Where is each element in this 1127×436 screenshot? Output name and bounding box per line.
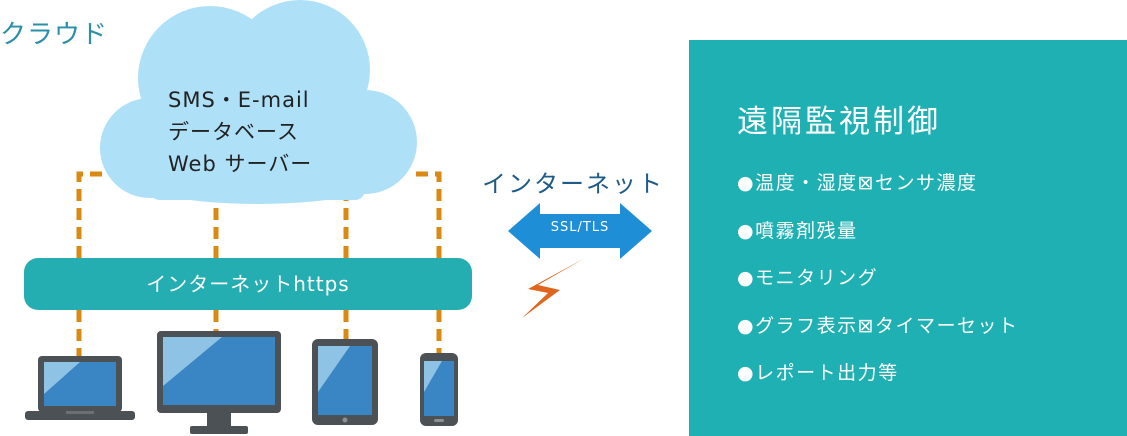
cloud-service-sms-email: SMS・E-mail <box>168 88 310 112</box>
internet-https-bar: インターネットhttps <box>24 258 472 310</box>
laptop-icon <box>25 356 135 420</box>
smartphone-icon <box>420 353 458 426</box>
remote-monitoring-panel: 遠隔監視制御 ●温度・湿度⊠センサ濃度 ●噴霧剤残量 ●モニタリング ●グラフ表… <box>689 40 1127 436</box>
ssl-double-arrow <box>508 203 652 259</box>
feature-item-sensors: ●温度・湿度⊠センサ濃度 <box>737 172 978 194</box>
device-connectors <box>76 310 442 358</box>
desktop-monitor-icon <box>157 331 281 434</box>
feature-item-monitoring: ●モニタリング <box>737 267 879 289</box>
cloud-connectors <box>76 171 442 258</box>
panel-title: 遠隔監視制御 <box>737 104 941 140</box>
connector-left <box>76 171 110 258</box>
tablet-icon <box>312 339 378 425</box>
cloud-label: クラウド <box>0 20 109 50</box>
cloud-services: SMS・E-mail データベース Web サーバー <box>168 84 312 180</box>
cloud-shape <box>100 0 417 204</box>
cloud-service-web-server: Web サーバー <box>168 152 313 176</box>
ssl-tls-label: SSL/TLS <box>550 220 610 235</box>
feature-list: ●温度・湿度⊠センサ濃度 ●噴霧剤残量 ●モニタリング ●グラフ表示⊠タイマーセ… <box>737 168 1019 406</box>
feature-item-report-output: ●レポート出力等 <box>737 362 899 384</box>
lightning-icon <box>522 258 585 318</box>
internet-label: インターネット <box>482 170 664 198</box>
connector-right <box>410 171 442 258</box>
feature-item-spray-remaining: ●噴霧剤残量 <box>737 219 858 242</box>
feature-item-graph-timer: ●グラフ表示⊠タイマーセット <box>737 314 1019 337</box>
cloud-service-database: データベース <box>168 120 299 144</box>
